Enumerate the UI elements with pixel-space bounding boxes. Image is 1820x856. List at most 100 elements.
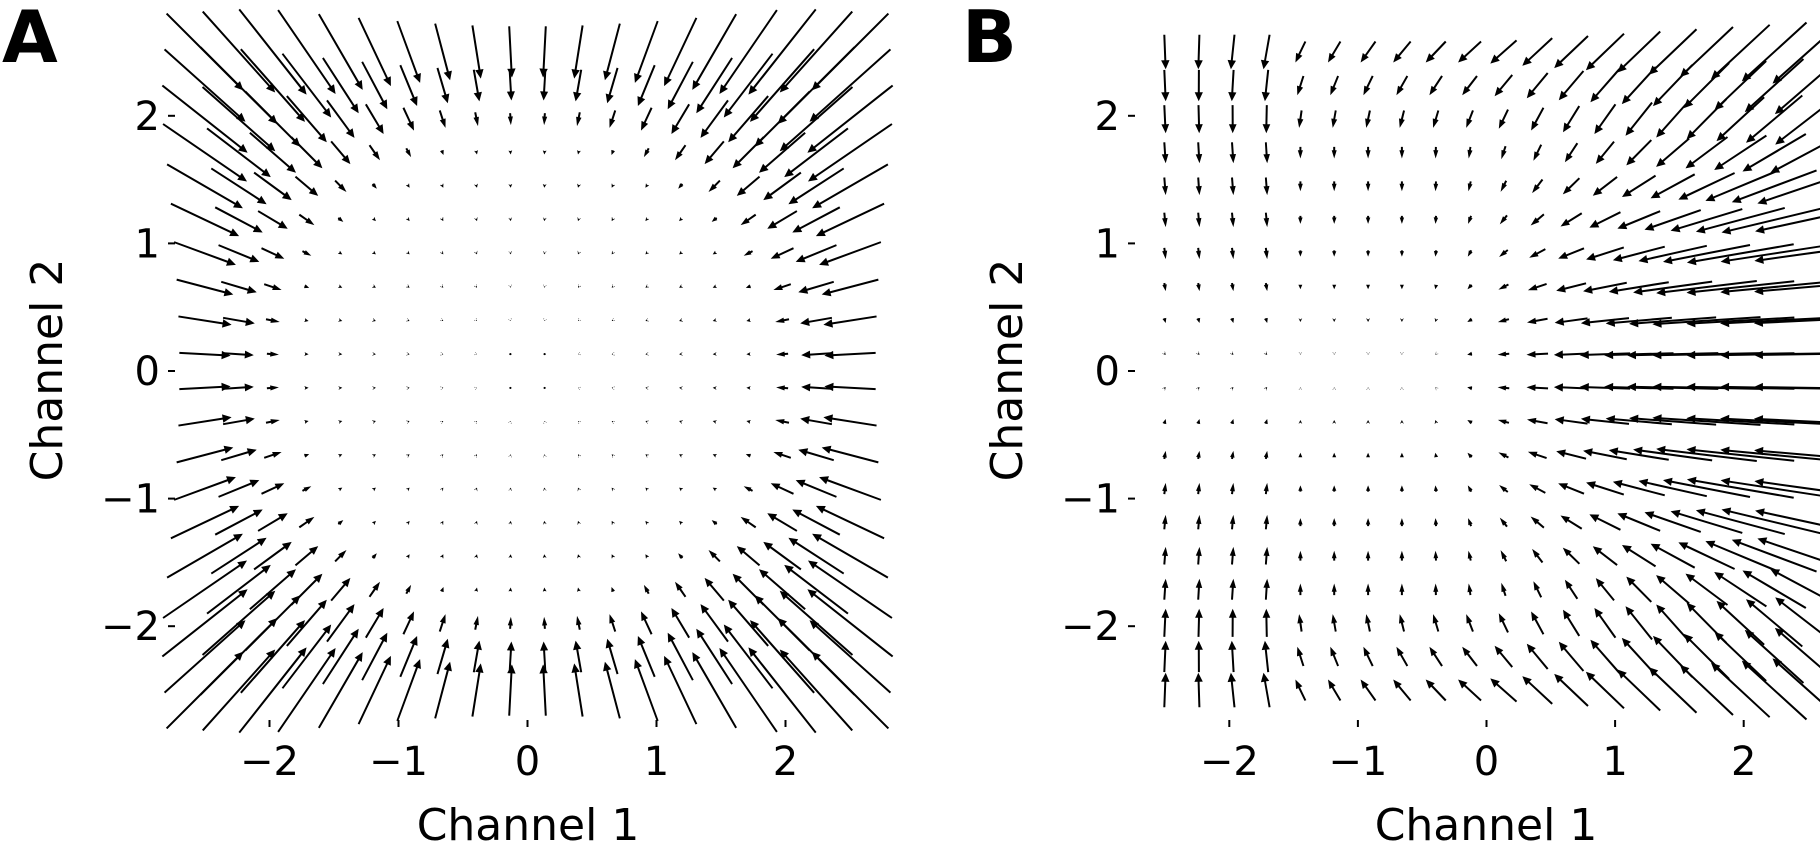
quiver-arrow-a bbox=[405, 520, 410, 525]
quiver-arrow-a bbox=[337, 250, 343, 255]
quiver-arrow-a bbox=[304, 420, 309, 424]
quiver-arrow-b bbox=[1295, 679, 1307, 701]
quiver-arrow-a bbox=[675, 581, 687, 598]
quiver-arrow-b bbox=[1196, 282, 1201, 292]
quiver-arrow-b bbox=[1650, 543, 1696, 569]
quiver-arrow-a bbox=[807, 84, 894, 153]
quiver-arrow-b bbox=[1490, 39, 1518, 64]
quiver-arrow-a bbox=[338, 352, 343, 356]
quiver-arrow-b bbox=[1466, 614, 1474, 632]
quiver-arrow-a bbox=[542, 217, 547, 222]
quiver-arrow-a bbox=[795, 479, 837, 498]
quiver-arrow-a bbox=[281, 624, 332, 689]
quiver-arrow-a bbox=[238, 647, 307, 734]
quiver-arrow-a bbox=[508, 284, 512, 288]
quiver-arrow-a bbox=[643, 147, 650, 158]
quiver-arrow-b bbox=[1608, 281, 1669, 295]
quiver-arrow-a bbox=[728, 95, 769, 143]
quiver-arrow-b bbox=[1433, 146, 1439, 159]
quiver-arrow-b bbox=[1195, 177, 1202, 196]
quiver-arrow-a bbox=[266, 385, 279, 391]
quiver-arrow-a bbox=[578, 284, 581, 288]
quiver-arrow-b bbox=[1433, 181, 1439, 192]
quiver-arrow-b bbox=[1558, 641, 1585, 672]
quiver-arrow-b bbox=[1195, 105, 1203, 134]
quiver-arrow-a bbox=[719, 9, 778, 94]
quiver-arrow-b bbox=[1770, 569, 1820, 597]
quiver-arrow-a bbox=[507, 113, 513, 126]
quiver-arrow-b bbox=[1298, 485, 1303, 492]
quiver-arrow-b bbox=[1731, 539, 1817, 573]
quiver-arrow-a bbox=[779, 649, 853, 732]
quiver-arrow-a bbox=[540, 641, 549, 672]
x-tick-label-a: 1 bbox=[644, 739, 669, 785]
quiver-arrow-b bbox=[1298, 215, 1303, 224]
quiver-arrow-b bbox=[1229, 177, 1236, 196]
quiver-arrow-a bbox=[201, 590, 276, 656]
quiver-arrow-b bbox=[1527, 417, 1548, 425]
quiver-arrow-b bbox=[1161, 69, 1170, 102]
quiver-arrow-a bbox=[473, 615, 479, 630]
quiver-arrow-a bbox=[473, 112, 479, 127]
quiver-arrow-b bbox=[1263, 247, 1269, 260]
quiver-arrow-a bbox=[507, 26, 516, 78]
quiver-arrow-b bbox=[1720, 446, 1820, 461]
quiver-arrow-a bbox=[611, 250, 615, 255]
quiver-arrow-a bbox=[163, 48, 246, 122]
quiver-arrow-b bbox=[1558, 70, 1585, 101]
quiver-arrow-a bbox=[573, 640, 583, 673]
quiver-arrow-a bbox=[406, 386, 410, 390]
quiver-arrow-a bbox=[210, 537, 267, 575]
quiver-arrow-a bbox=[286, 599, 327, 647]
y-tick-label-a: 0 bbox=[135, 349, 160, 395]
quiver-arrow-b bbox=[1433, 485, 1439, 492]
quiver-arrow-b bbox=[1229, 482, 1235, 495]
quiver-arrow-b bbox=[1262, 105, 1271, 134]
quiver-arrow-a bbox=[577, 487, 581, 492]
quiver-arrow-a bbox=[679, 487, 684, 492]
quiver-arrow-a bbox=[812, 163, 889, 209]
quiver-arrow-a bbox=[745, 284, 751, 289]
quiver-arrow-a bbox=[645, 352, 649, 356]
quiver-arrow-a bbox=[679, 250, 684, 255]
quiver-arrow-a bbox=[708, 550, 721, 563]
quiver-arrow-a bbox=[170, 202, 240, 237]
quiver-arrow-a bbox=[540, 70, 549, 101]
quiver-arrow-b bbox=[1195, 608, 1203, 637]
quiver-arrow-a bbox=[218, 244, 260, 263]
quiver-arrow-b bbox=[1332, 352, 1336, 355]
quiver-arrow-b bbox=[1332, 387, 1336, 390]
quiver-arrow-a bbox=[290, 573, 323, 606]
quiver-arrow-b bbox=[1554, 673, 1589, 707]
quiver-arrow-b bbox=[1230, 282, 1235, 292]
quiver-arrow-b bbox=[1462, 75, 1478, 96]
quiver-arrow-b bbox=[1498, 283, 1509, 290]
quiver-arrow-b bbox=[1714, 134, 1767, 170]
quiver-arrow-b bbox=[1467, 249, 1473, 257]
quiver-arrow-a bbox=[202, 10, 276, 93]
quiver-arrow-b bbox=[1663, 244, 1751, 265]
quiver-arrow-b bbox=[1757, 181, 1820, 205]
quiver-arrow-b bbox=[1162, 546, 1168, 565]
quiver-arrow-b bbox=[1526, 72, 1549, 99]
quiver-arrow-a bbox=[361, 61, 388, 110]
quiver-arrow-b bbox=[1458, 679, 1482, 702]
quiver-arrow-b bbox=[1754, 446, 1820, 458]
quiver-arrow-b bbox=[1564, 142, 1579, 163]
quiver-arrow-a bbox=[577, 183, 581, 188]
quiver-arrow-a bbox=[472, 69, 482, 102]
quiver-arrow-a bbox=[823, 315, 877, 328]
quiver-arrow-b bbox=[1161, 34, 1170, 70]
quiver-arrow-a bbox=[678, 553, 684, 559]
quiver-arrow-a bbox=[542, 113, 548, 126]
quiver-arrow-a bbox=[696, 57, 733, 114]
quiver-arrow-b bbox=[1494, 74, 1513, 97]
quiver-arrow-b bbox=[1196, 317, 1201, 323]
quiver-arrow-a bbox=[759, 132, 806, 173]
quiver-arrow-a bbox=[440, 318, 444, 322]
quiver-arrow-b bbox=[1196, 387, 1200, 391]
quiver-arrow-b bbox=[1399, 110, 1405, 128]
quiver-arrow-b bbox=[1721, 507, 1820, 535]
